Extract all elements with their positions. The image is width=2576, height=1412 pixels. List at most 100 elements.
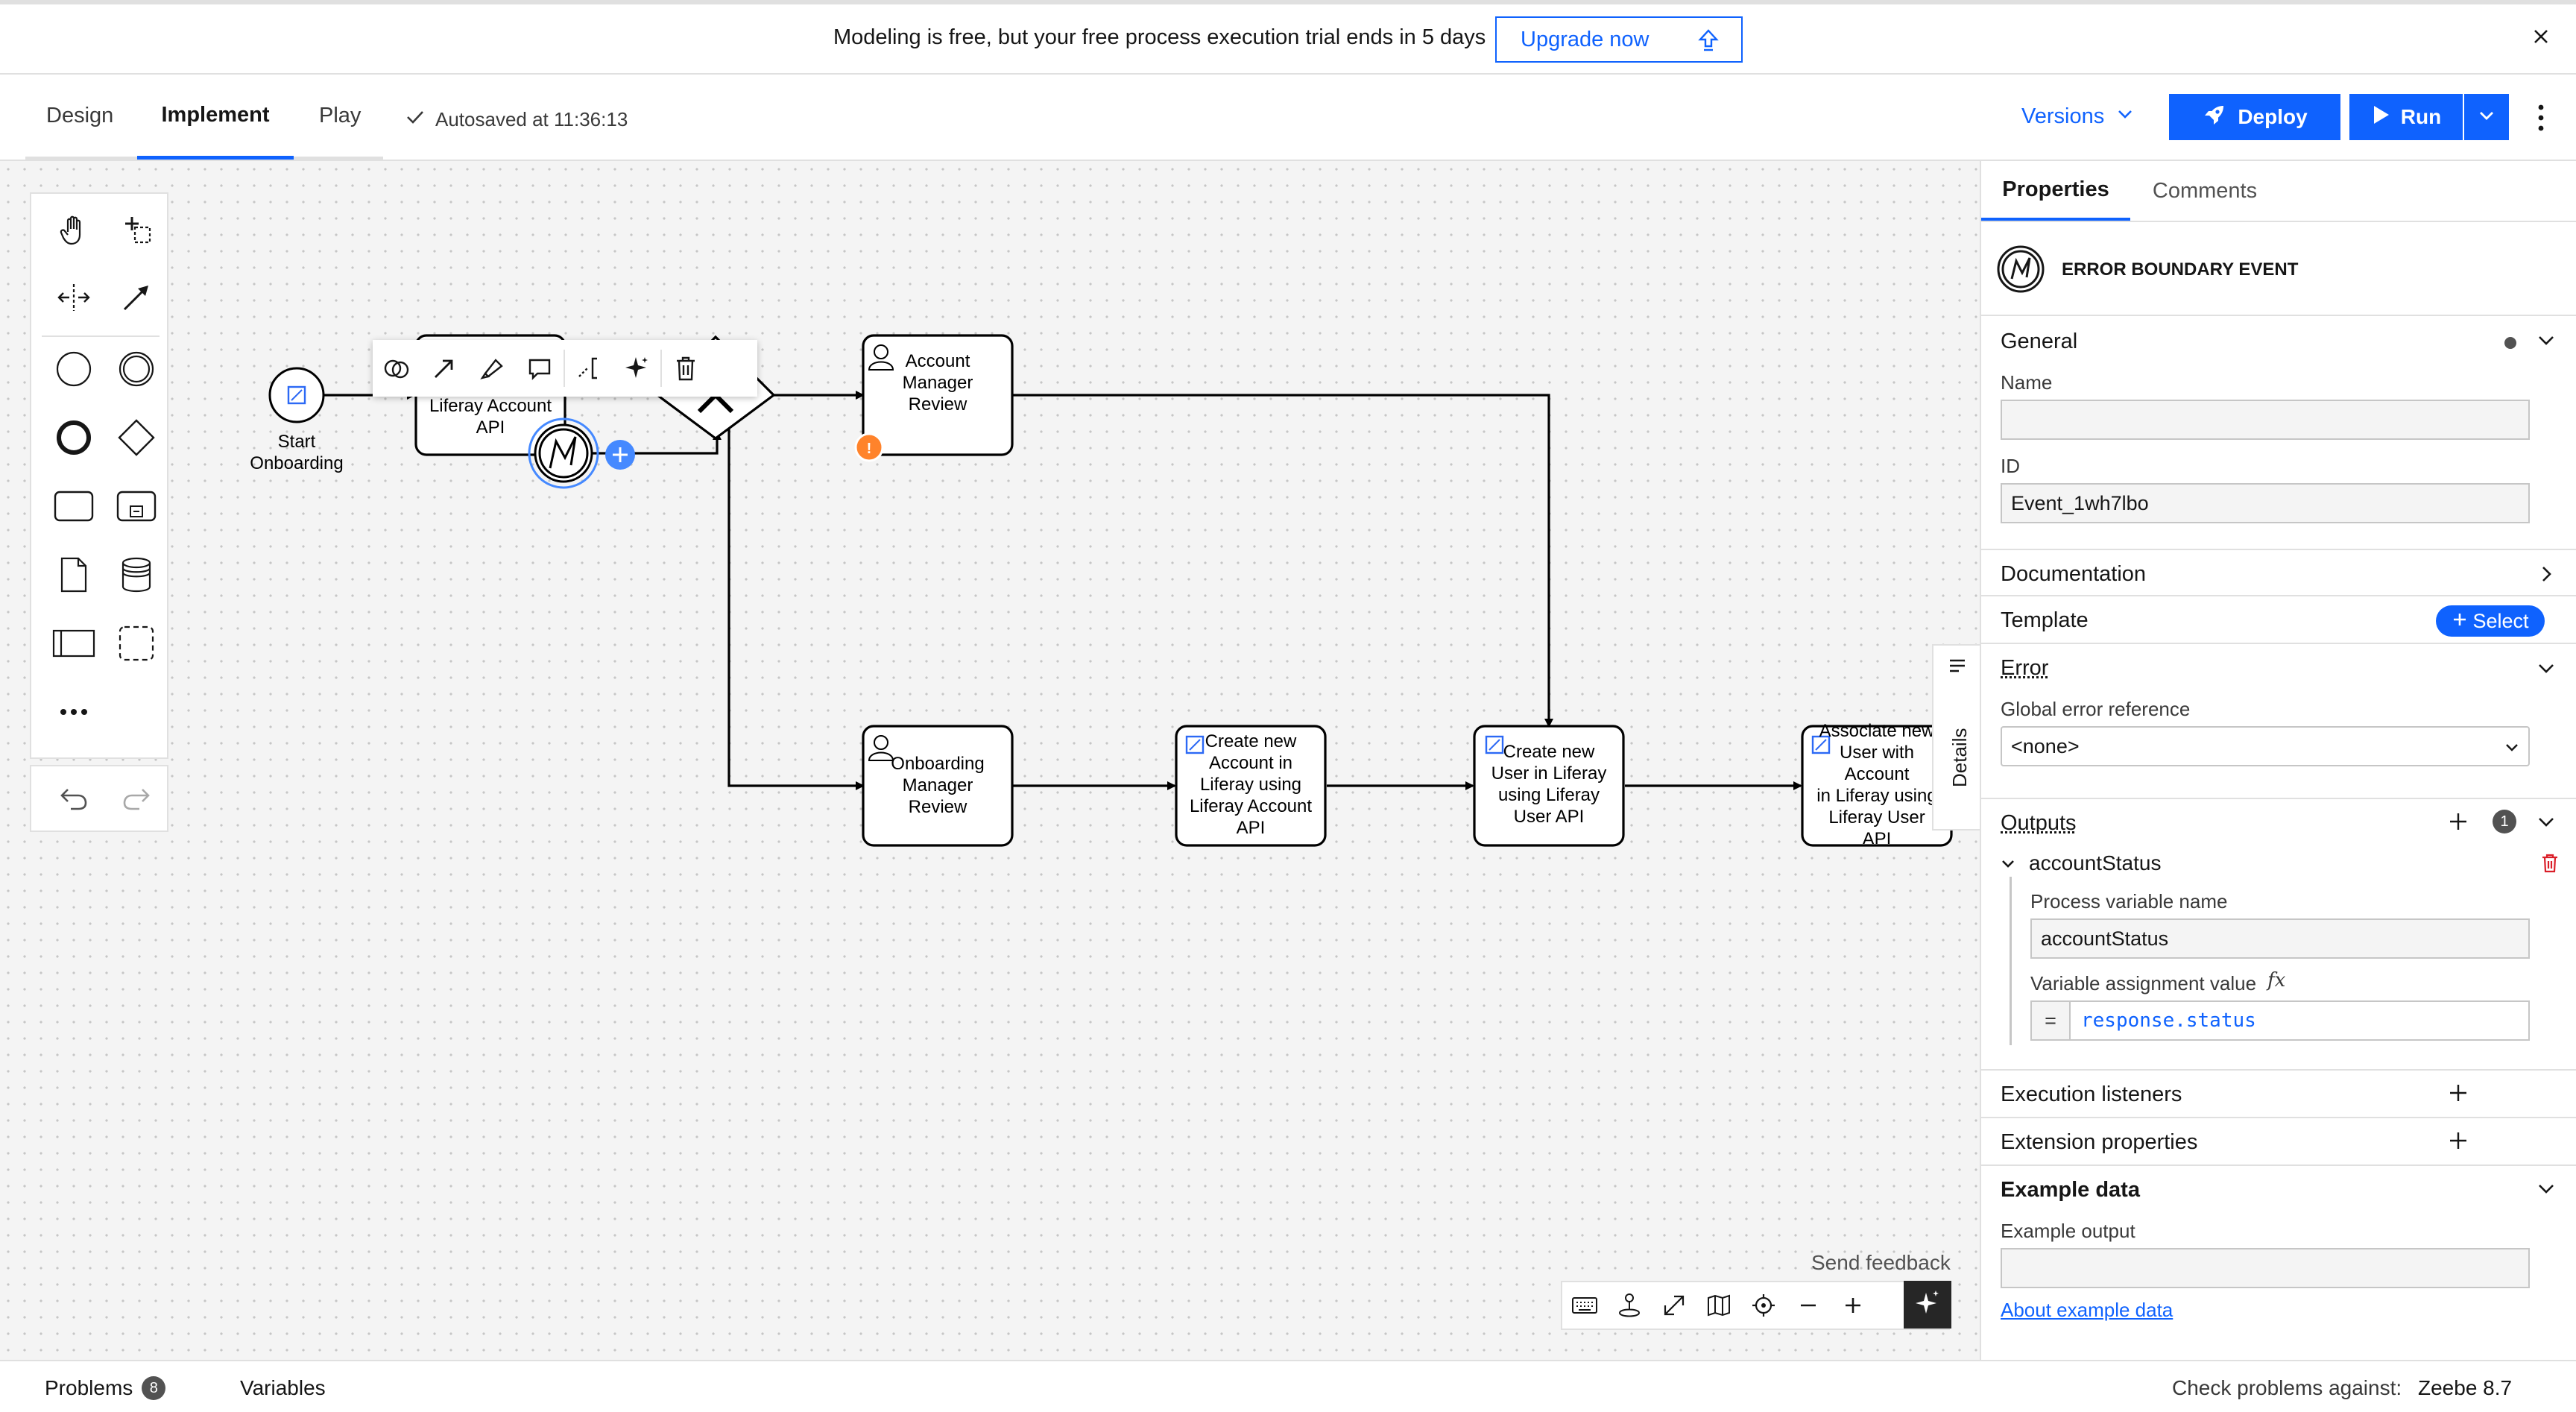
run-label: Run (2400, 105, 2442, 128)
delete-icon[interactable] (662, 340, 710, 397)
variables-tab[interactable]: Variables (240, 1376, 326, 1399)
add-execution-listener-icon[interactable] (2448, 1082, 2469, 1103)
fullscreen-icon[interactable] (1652, 1282, 1696, 1329)
deploy-button[interactable]: Deploy (2169, 94, 2340, 140)
account-manager-review-task[interactable]: ! (854, 334, 1014, 462)
divider (1981, 643, 2576, 644)
intermediate-event-tool-icon[interactable] (113, 346, 160, 392)
error-boundary-event[interactable] (528, 417, 599, 489)
group-tool-icon[interactable] (113, 620, 160, 666)
subprocess-tool-icon[interactable] (113, 483, 160, 529)
drilldown-icon[interactable] (1607, 1282, 1652, 1329)
assignment-value-field[interactable]: = response.status (2030, 1000, 2530, 1041)
autosave-status: Autosaved at 11:36:13 (404, 106, 628, 133)
tab-play[interactable]: Play (294, 75, 383, 160)
tab-implement[interactable]: Implement (137, 75, 294, 160)
append-plus-icon[interactable] (605, 440, 635, 470)
delete-output-icon[interactable] (2540, 853, 2560, 877)
tab-properties[interactable]: Properties (1981, 161, 2130, 221)
output-item-name[interactable]: accountStatus (2029, 851, 2162, 874)
general-section-title[interactable]: General (2001, 330, 2078, 353)
ai-sparkle-icon[interactable] (613, 340, 660, 397)
chevron-down-icon[interactable] (2536, 658, 2557, 678)
zoom-in-icon[interactable] (1831, 1282, 1875, 1329)
chevron-down-icon[interactable] (2536, 811, 2557, 832)
data-object-tool-icon[interactable] (51, 552, 97, 598)
engine-version-select[interactable]: Zeebe 8.7 (2418, 1376, 2513, 1399)
redo-icon[interactable] (113, 775, 160, 822)
gateway-tool-icon[interactable] (113, 415, 160, 461)
extension-properties-title[interactable]: Extension properties (2001, 1130, 2198, 1154)
example-output-field[interactable] (2001, 1248, 2530, 1288)
tool-palette (30, 192, 168, 759)
process-variable-field[interactable]: accountStatus (2030, 918, 2530, 959)
minimap-icon[interactable] (1696, 1282, 1741, 1329)
run-options-button[interactable] (2464, 94, 2509, 140)
run-button[interactable]: Run (2349, 94, 2463, 140)
chevron-up-icon[interactable] (2536, 330, 2557, 350)
user-task-icon (868, 735, 894, 761)
section-dot-indicator (2504, 337, 2516, 349)
more-tools-icon[interactable] (51, 689, 97, 735)
execution-listeners-title[interactable]: Execution listeners (2001, 1082, 2182, 1106)
data-store-tool-icon[interactable] (113, 552, 160, 598)
global-error-ref-select[interactable]: <none> (2001, 726, 2530, 766)
example-output-label: Example output (2001, 1220, 2135, 1242)
fx-icon: fx (2267, 969, 2286, 992)
problems-tab[interactable]: Problems 8 (45, 1376, 166, 1400)
add-output-icon[interactable] (2448, 811, 2469, 832)
connect-arrow-icon[interactable] (420, 340, 468, 397)
onboarding-manager-review-task[interactable] (862, 725, 1014, 847)
chevron-down-icon[interactable] (2536, 1178, 2557, 1199)
zoom-out-icon[interactable] (1786, 1282, 1831, 1329)
create-user-task[interactable] (1473, 725, 1625, 847)
outputs-section-title[interactable]: Outputs (2001, 811, 2077, 835)
color-picker-icon[interactable] (468, 340, 516, 397)
global-error-ref-label: Global error reference (2001, 698, 2191, 720)
details-panel-toggle[interactable]: Details (1932, 644, 1980, 831)
assignment-expression: response.status (2081, 1009, 2256, 1032)
autosave-text: Autosaved at 11:36:13 (435, 108, 628, 130)
change-type-icon[interactable] (373, 340, 420, 397)
space-tool-icon[interactable] (51, 274, 97, 321)
plus-icon (2452, 610, 2468, 633)
upgrade-now-button[interactable]: Upgrade now (1495, 16, 1743, 63)
reset-view-icon[interactable] (1741, 1282, 1786, 1329)
tab-comments[interactable]: Comments (2152, 178, 2258, 203)
start-event[interactable] (268, 367, 325, 423)
add-extension-property-icon[interactable] (2448, 1130, 2469, 1151)
send-feedback-link[interactable]: Send feedback (1811, 1251, 1951, 1274)
select-template-button[interactable]: Select (2436, 605, 2545, 637)
create-account-task[interactable] (1175, 725, 1327, 847)
ai-assistant-button[interactable] (1904, 1281, 1951, 1329)
pool-tool-icon[interactable] (51, 620, 97, 666)
divider (1981, 1164, 2576, 1166)
start-event-tool-icon[interactable] (51, 346, 97, 392)
error-section-title[interactable]: Error (2001, 656, 2049, 680)
undo-icon[interactable] (51, 775, 97, 822)
documentation-section-title[interactable]: Documentation (2001, 562, 2147, 586)
divider (1981, 1117, 2576, 1118)
global-connect-icon[interactable] (113, 274, 160, 321)
divider (1981, 315, 2576, 316)
keyboard-icon[interactable] (1562, 1282, 1607, 1329)
end-event-tool-icon[interactable] (51, 415, 97, 461)
collapse-output-icon[interactable] (1999, 854, 2017, 876)
chevron-right-icon[interactable] (2536, 564, 2557, 584)
versions-menu[interactable]: Versions (2021, 104, 2134, 129)
overflow-menu-icon[interactable] (2530, 101, 2552, 134)
about-example-data-link[interactable]: About example data (2001, 1299, 2174, 1321)
divider (1981, 595, 2576, 596)
create-user-label: Create new User in Liferay using Liferay… (1491, 742, 1607, 827)
task-tool-icon[interactable] (51, 483, 97, 529)
text-annotation-icon[interactable] (565, 340, 613, 397)
name-field[interactable] (2001, 400, 2530, 440)
versions-label: Versions (2021, 104, 2105, 128)
tab-design[interactable]: Design (25, 75, 137, 160)
lasso-tool-icon[interactable] (113, 207, 160, 253)
comment-icon[interactable] (516, 340, 564, 397)
hand-tool-icon[interactable] (51, 207, 97, 253)
id-field[interactable]: Event_1wh7lbo (2001, 483, 2530, 523)
close-banner-icon[interactable] (2528, 24, 2554, 49)
example-data-title[interactable]: Example data (2001, 1178, 2140, 1202)
